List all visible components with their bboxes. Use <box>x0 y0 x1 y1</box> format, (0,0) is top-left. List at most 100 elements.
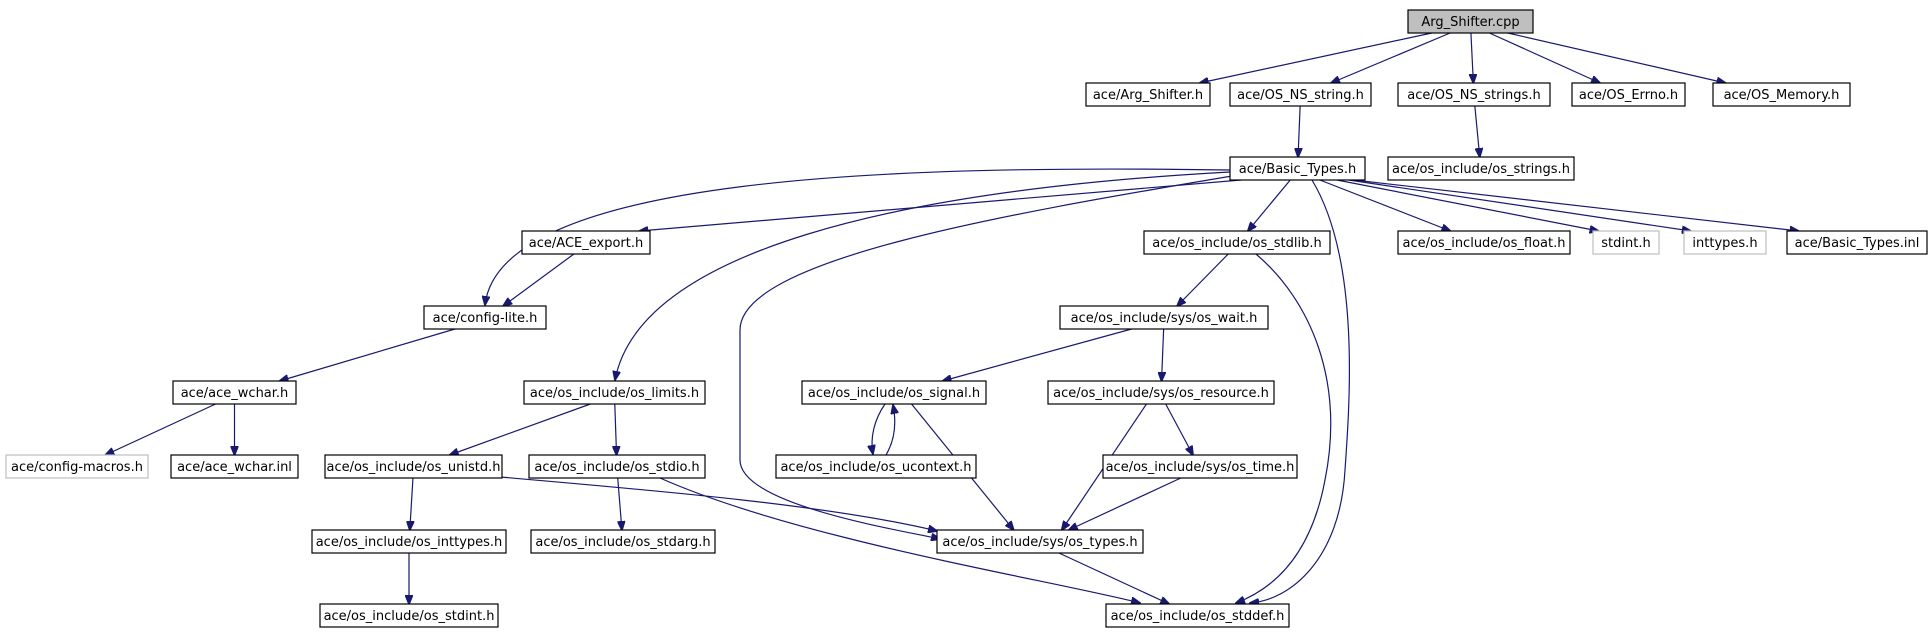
node-label: stdint.h <box>1601 236 1650 251</box>
edge-os_stdlib_h-to-os_wait_h <box>1177 253 1229 306</box>
node-box[interactable] <box>1571 82 1686 107</box>
node-box[interactable] <box>1102 454 1298 479</box>
node-box[interactable] <box>523 380 706 405</box>
node-label: ace/os_include/os_stdarg.h <box>535 535 710 550</box>
node-arg-shifter-h[interactable]: ace/Arg_Shifter.h <box>1085 82 1211 107</box>
node-box[interactable] <box>1387 156 1575 181</box>
node-box[interactable] <box>319 603 499 628</box>
edge-root-to-os_ns_string_h <box>1331 32 1451 83</box>
node-os-float-h[interactable]: ace/os_include/os_float.h <box>1397 230 1571 255</box>
node-box[interactable] <box>801 380 987 405</box>
node-os-stdarg-h[interactable]: ace/os_include/os_stdarg.h <box>530 529 716 554</box>
node-os-limits-h[interactable]: ace/os_include/os_limits.h <box>523 380 706 405</box>
node-box[interactable] <box>1229 82 1372 107</box>
node-os-stddef-h[interactable]: ace/os_include/os_stddef.h <box>1105 603 1290 628</box>
node-box[interactable] <box>775 454 977 479</box>
node-os-errno-h[interactable]: ace/OS_Errno.h <box>1571 82 1686 107</box>
node-config-macros-h[interactable]: ace/config-macros.h <box>5 454 149 479</box>
node-os-wait-h[interactable]: ace/os_include/sys/os_wait.h <box>1059 305 1269 330</box>
node-os-ns-strings-h[interactable]: ace/OS_NS_strings.h <box>1397 82 1551 107</box>
node-label: ace/os_include/os_stdlib.h <box>1152 236 1321 251</box>
node-label: ace/os_include/sys/os_types.h <box>942 535 1137 550</box>
node-os-time-h[interactable]: ace/os_include/sys/os_time.h <box>1102 454 1298 479</box>
node-label: ace/os_include/os_unistd.h <box>326 460 500 475</box>
node-os-signal-h[interactable]: ace/os_include/os_signal.h <box>801 380 987 405</box>
node-root[interactable]: Arg_Shifter.cpp <box>1407 9 1534 34</box>
node-box[interactable] <box>170 454 299 479</box>
node-stdint-h[interactable]: stdint.h <box>1592 230 1660 255</box>
edge-os_unistd_h-to-os_types_h <box>499 476 937 531</box>
edge-os_wait_h-to-os_resource_h <box>1162 328 1164 381</box>
node-os-ucontext-h[interactable]: ace/os_include/os_ucontext.h <box>775 454 977 479</box>
node-ace-export-h[interactable]: ace/ACE_export.h <box>521 230 651 255</box>
node-label: ace/os_include/os_strings.h <box>1392 162 1570 177</box>
node-box[interactable] <box>936 529 1144 554</box>
node-label: ace/os_include/sys/os_time.h <box>1106 460 1295 475</box>
node-box[interactable] <box>1407 9 1534 34</box>
node-label: inttypes.h <box>1692 236 1757 251</box>
edge-basic_types_h-to-os_stddef_h <box>1250 179 1350 603</box>
node-box[interactable] <box>528 454 706 479</box>
edge-os_signal_h-to-os_ucontext_h <box>872 403 886 454</box>
node-basic-types-inl[interactable]: ace/Basic_Types.inl <box>1786 230 1928 255</box>
node-box[interactable] <box>1397 230 1571 255</box>
node-os-unistd-h[interactable]: ace/os_include/os_unistd.h <box>324 454 503 479</box>
node-box[interactable] <box>423 305 547 330</box>
node-os-resource-h[interactable]: ace/os_include/sys/os_resource.h <box>1047 380 1275 405</box>
node-box[interactable] <box>1786 230 1928 255</box>
node-box[interactable] <box>530 529 716 554</box>
node-box[interactable] <box>1143 230 1331 255</box>
node-basic-types-h[interactable]: ace/Basic_Types.h <box>1229 156 1366 181</box>
node-box[interactable] <box>311 529 507 554</box>
node-box[interactable] <box>172 380 297 405</box>
node-label: ace/Arg_Shifter.h <box>1093 88 1203 103</box>
node-box[interactable] <box>1047 380 1275 405</box>
node-box[interactable] <box>1229 156 1366 181</box>
node-os-types-h[interactable]: ace/os_include/sys/os_types.h <box>936 529 1144 554</box>
edge-root-to-os_memory_h <box>1507 32 1726 83</box>
edge-basic_types_h-to-os_stdlib_h <box>1248 179 1291 231</box>
node-box[interactable] <box>1712 82 1851 107</box>
edge-basic_types_h-to-ace_export_h <box>639 179 1242 231</box>
node-box[interactable] <box>1059 305 1269 330</box>
node-os-strings-h[interactable]: ace/os_include/os_strings.h <box>1387 156 1575 181</box>
edge-basic_types_h-to-inttypes_h <box>1348 179 1691 231</box>
node-os-ns-string-h[interactable]: ace/OS_NS_string.h <box>1229 82 1372 107</box>
nodes: Arg_Shifter.cpp ace/Arg_Shifter.h ace/OS_N… <box>5 9 1928 628</box>
node-label: ace/OS_NS_string.h <box>1237 88 1364 103</box>
node-box[interactable] <box>1683 230 1767 255</box>
node-os-stdint-h[interactable]: ace/os_include/os_stdint.h <box>319 603 499 628</box>
node-box[interactable] <box>1105 603 1290 628</box>
node-label: ace/os_include/sys/os_resource.h <box>1053 386 1269 401</box>
node-label: ace/os_include/os_ucontext.h <box>780 460 971 475</box>
node-box[interactable] <box>1592 230 1660 255</box>
edge-ace_export_h-to-config_lite_h <box>503 253 575 306</box>
node-os-memory-h[interactable]: ace/OS_Memory.h <box>1712 82 1851 107</box>
node-box[interactable] <box>521 230 651 255</box>
node-box[interactable] <box>1397 82 1551 107</box>
edge-basic_types_h-to-os_float_h <box>1319 179 1451 231</box>
edge-basic_types_h-to-os_limits_h <box>615 171 1231 380</box>
node-inttypes-h[interactable]: inttypes.h <box>1683 230 1767 255</box>
edge-root-to-os_ns_strings_h <box>1471 32 1473 83</box>
node-box[interactable] <box>324 454 503 479</box>
node-label: ace/os_include/os_stddef.h <box>1111 609 1285 624</box>
node-os-stdlib-h[interactable]: ace/os_include/os_stdlib.h <box>1143 230 1331 255</box>
edge-root-to-arg_shifter_h <box>1200 32 1432 83</box>
node-label: ace/Basic_Types.inl <box>1795 236 1920 251</box>
edge-os_stdio_h-to-os_stdarg_h <box>617 477 622 530</box>
node-config-lite-h[interactable]: ace/config-lite.h <box>423 305 547 330</box>
edge-os_types_h-to-os_stddef_h <box>1058 552 1169 604</box>
node-os-stdio-h[interactable]: ace/os_include/os_stdio.h <box>528 454 706 479</box>
node-label: ace/os_include/sys/os_wait.h <box>1071 311 1258 326</box>
node-box[interactable] <box>5 454 149 479</box>
edge-os_wait_h-to-os_signal_h <box>943 328 1132 381</box>
node-os-inttypes-h[interactable]: ace/os_include/os_inttypes.h <box>311 529 507 554</box>
node-label: ace/config-macros.h <box>11 460 143 475</box>
node-label: ace/os_include/os_signal.h <box>808 386 980 401</box>
node-ace-wchar-h[interactable]: ace/ace_wchar.h <box>172 380 297 405</box>
node-ace-wchar-inl[interactable]: ace/ace_wchar.inl <box>170 454 299 479</box>
node-label: ace/config-lite.h <box>433 311 538 326</box>
node-box[interactable] <box>1085 82 1211 107</box>
